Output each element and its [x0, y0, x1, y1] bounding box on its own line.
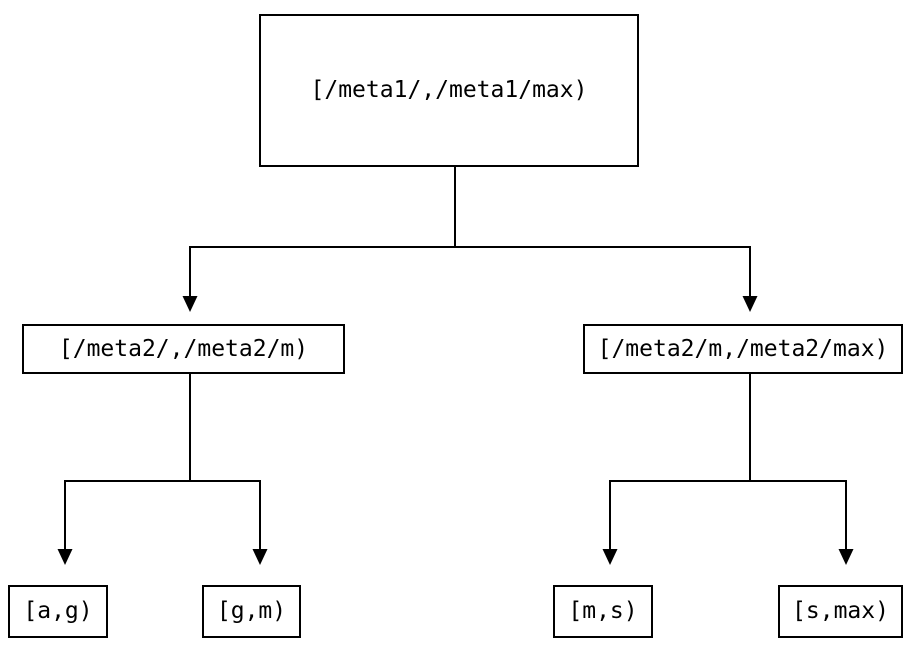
leaf-node-g-m: [g,m) [202, 585, 301, 638]
arrowhead-down-icon [602, 549, 618, 565]
arrowhead-down-icon [57, 549, 73, 565]
connector-line [64, 374, 261, 549]
arrowhead-down-icon [742, 296, 758, 312]
connector-line [189, 167, 751, 296]
node-meta2-upper-range: [/meta2/m,/meta2/max) [583, 324, 903, 374]
node-meta2-lower-range: [/meta2/,/meta2/m) [22, 324, 345, 374]
node-label: [g,m) [216, 598, 287, 624]
connector-line [609, 374, 847, 549]
connector-left-node-to-leaves [57, 374, 268, 565]
arrowhead-down-icon [182, 296, 198, 312]
connector-right-node-to-leaves [602, 374, 854, 565]
arrowhead-down-icon [252, 549, 268, 565]
node-root-meta1-range: [/meta1/,/meta1/max) [259, 14, 639, 167]
node-label: [/meta2/,/meta2/m) [58, 335, 309, 362]
arrowhead-down-icon [838, 549, 854, 565]
node-label: [/meta2/m,/meta2/max) [597, 335, 889, 362]
node-label: [a,g) [23, 598, 93, 624]
node-label: [s,max) [792, 598, 889, 624]
leaf-node-s-max: [s,max) [778, 585, 903, 638]
node-label: [m,s) [568, 598, 638, 624]
leaf-node-m-s: [m,s) [553, 585, 653, 638]
node-label: [/meta1/,/meta1/max) [310, 77, 588, 103]
leaf-node-a-g: [a,g) [8, 585, 108, 638]
connector-root-to-level2 [182, 167, 758, 312]
